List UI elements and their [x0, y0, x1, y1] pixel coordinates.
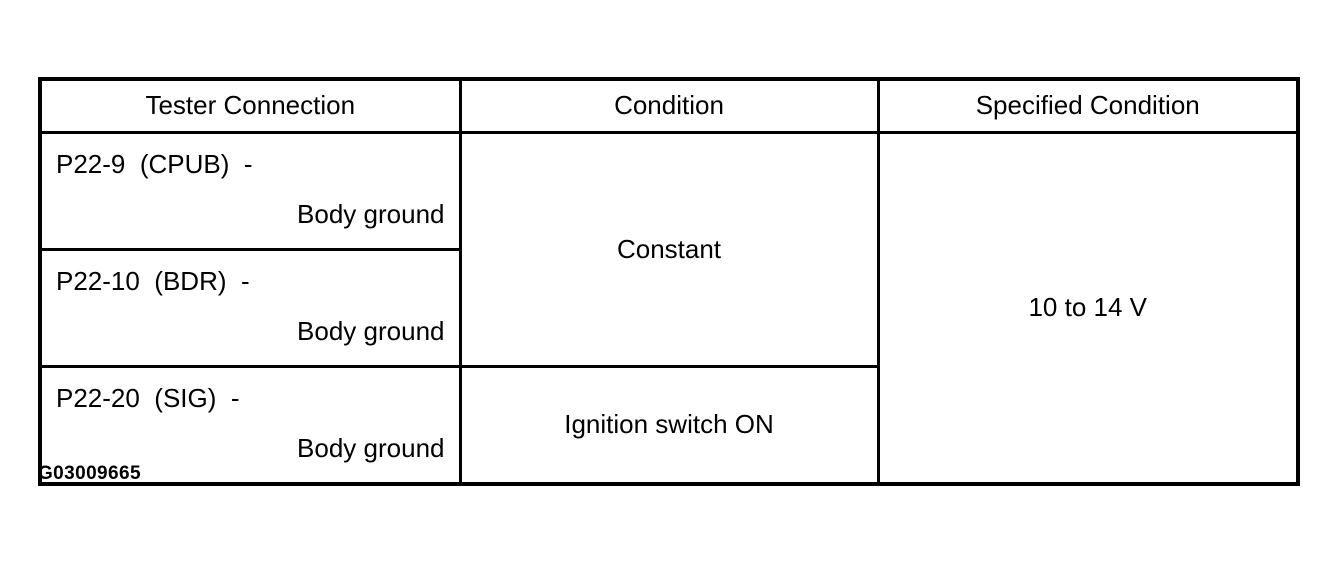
- tester-inspection-table: Tester Connection Condition Specified Co…: [38, 77, 1300, 486]
- cell-tester-connection-3: P22-20 (SIG) - Body ground: [40, 366, 462, 484]
- cell-specified-voltage: 10 to 14 V: [878, 132, 1298, 484]
- tester-ground-1: Body ground: [297, 199, 445, 229]
- header-condition: Condition: [460, 79, 880, 134]
- header-tester-connection: Tester Connection: [40, 79, 462, 134]
- table-header-row: Tester Connection Condition Specified Co…: [40, 79, 1298, 134]
- cell-condition-ignition-switch-on: Ignition switch ON: [460, 366, 880, 484]
- tester-terminal-1: P22-9 (CPUB) -: [56, 149, 253, 180]
- tester-ground-2: Body ground: [297, 316, 445, 346]
- tester-terminal-3: P22-20 (SIG) -: [56, 383, 240, 414]
- cell-condition-constant: Constant: [460, 132, 880, 368]
- table-row: P22-9 (CPUB) - Body ground Constant 10 t…: [40, 132, 1298, 484]
- table-row: P22-20 (SIG) - Body ground Ignition swit…: [40, 366, 1298, 484]
- cell-tester-connection-1: P22-9 (CPUB) - Body ground: [40, 132, 462, 251]
- cell-tester-connection-2: P22-10 (BDR) - Body ground: [40, 249, 462, 368]
- table-row: P22-10 (BDR) - Body ground: [40, 249, 1298, 368]
- tester-ground-3: Body ground: [297, 433, 445, 463]
- tester-terminal-2: P22-10 (BDR) -: [56, 266, 250, 297]
- header-specified-condition: Specified Condition: [878, 79, 1298, 134]
- inspection-table-figure: Tester Connection Condition Specified Co…: [38, 77, 1300, 486]
- figure-caption: G03009665: [38, 463, 141, 484]
